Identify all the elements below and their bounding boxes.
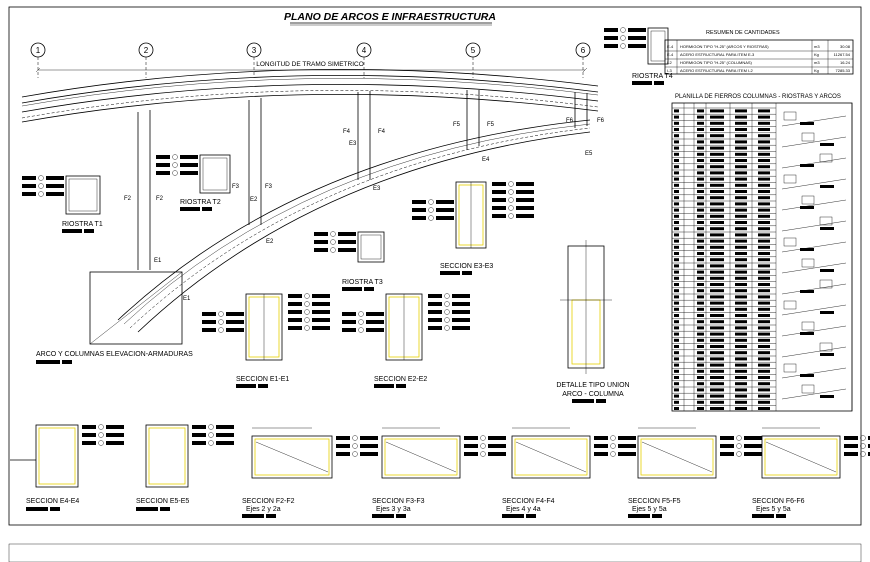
axis-label: 6 [581, 46, 586, 55]
axis-grid: 1 2 3 4 5 6 [30, 42, 591, 78]
schedule-title: PLANILLA DE FIERROS COLUMNAS - RIOSTRAS … [675, 94, 841, 100]
section-details: RIOSTRA T1 RIOSTRA T2 RIOSTRA T3 RIOSTRA T4… [22, 27, 673, 388]
bottom-section-label: SECCION E5-E5 [136, 498, 189, 505]
section-cut-label: F6 [566, 118, 574, 124]
bottom-section-label: SECCION F2-F2 [242, 498, 295, 505]
qty-code: I-2 [667, 60, 672, 65]
section-cut-label: F4 [378, 129, 386, 135]
detail-title-1: DETALLE TIPO UNION [556, 382, 629, 389]
section-cut-label: E1 [183, 296, 191, 302]
section-label: SECCION E3-E3 [440, 263, 493, 270]
section-cut-label: F3 [265, 184, 273, 190]
axis-label: 1 [36, 46, 41, 55]
section-cut-label: E2 [266, 239, 274, 245]
section-cut-label: E2 [250, 197, 258, 203]
axis-label: 4 [362, 46, 367, 55]
rebar-schedule [671, 102, 853, 412]
section-cut-label: E3 [373, 186, 381, 192]
deck-elevation [21, 69, 599, 123]
quantities-title: RESUMEN DE CANTIDADES [706, 30, 780, 36]
section-label: SECCION E2-E2 [374, 376, 427, 383]
plan-title: PLANO DE ARCOS E INFRAESTRUCTURA [284, 11, 496, 23]
bottom-section-sub: Ejes 5 y 5a [756, 506, 791, 513]
qty-code: E-4 [667, 52, 674, 57]
qty-value: 7285.33 [836, 68, 851, 73]
bottom-section-label: SECCION F4-F4 [502, 498, 555, 505]
detail-joint [560, 240, 612, 374]
qty-desc: HORMIGON TIPO "H-25" (COLUMNAS) [680, 60, 753, 65]
brace-label: RIOSTRA T4 [632, 73, 673, 80]
qty-unit: m3 [814, 44, 820, 49]
qty-unit: m3 [814, 60, 820, 65]
qty-desc: ACERO ESTRUCTURAL PARA ITEM E-3 [680, 52, 755, 57]
qty-desc: HORMIGON TIPO "H-25" (ARCOS Y RIOSTRAS) [680, 44, 769, 49]
bottom-section-label: SECCION F6-F6 [752, 498, 805, 505]
axis-label: 3 [252, 46, 257, 55]
bottom-section-label: SECCION F3-F3 [372, 498, 425, 505]
section-cut-label: E3 [349, 141, 357, 147]
section-cut-label: E4 [482, 157, 490, 163]
elevation-label: ARCO Y COLUMNAS ELEVACION-ARMADURAS [36, 351, 193, 358]
section-cut-label: E1 [154, 258, 162, 264]
brace-label: RIOSTRA T3 [342, 279, 383, 286]
section-cut-label: F3 [232, 184, 240, 190]
bottom-section-sub: Ejes 3 y 3a [376, 506, 411, 513]
section-cut-label: F2 [124, 196, 132, 202]
columns [137, 90, 588, 270]
section-cut-label: F4 [343, 129, 351, 135]
section-cut-label: E5 [585, 151, 593, 157]
axis-label: 5 [471, 46, 476, 55]
axis-label: 2 [144, 46, 149, 55]
bottom-section-sub: Ejes 2 y 2a [246, 506, 281, 513]
section-cut-label: F5 [453, 122, 461, 128]
bottom-section-sub: Ejes 5 y 5a [632, 506, 667, 513]
bottom-section-label: SECCION E4-E4 [26, 498, 79, 505]
sheet-frame [8, 6, 862, 526]
arch-elevation [117, 119, 591, 333]
detail-title-2: ARCO - COLUMNA [562, 391, 624, 398]
qty-value: 11267.54 [834, 52, 851, 57]
qty-value: 16.24 [840, 60, 851, 65]
qty-value: 30.08 [840, 44, 851, 49]
bottom-section-sub: Ejes 4 y 4a [506, 506, 541, 513]
section-cut-label: F6 [597, 118, 605, 124]
qty-unit: Kg [814, 52, 819, 57]
section-label: SECCION E1-E1 [236, 376, 289, 383]
bottom-section-label: SECCION F5-F5 [628, 498, 681, 505]
brace-label: RIOSTRA T2 [180, 199, 221, 206]
arch-footing [89, 271, 183, 345]
qty-desc: ACERO ESTRUCTURAL PARA ITEM I-2 [680, 68, 753, 73]
qty-code: E-4 [667, 44, 674, 49]
section-cut-label: F2 [156, 196, 164, 202]
span-label: LONGITUD DE TRAMO SIMETRICO [256, 61, 364, 68]
qty-unit: Kg [814, 68, 819, 73]
qty-code: I-3 [667, 68, 672, 73]
title-block-strip [8, 543, 862, 562]
section-cut-label: F5 [487, 122, 495, 128]
brace-label: RIOSTRA T1 [62, 221, 103, 228]
